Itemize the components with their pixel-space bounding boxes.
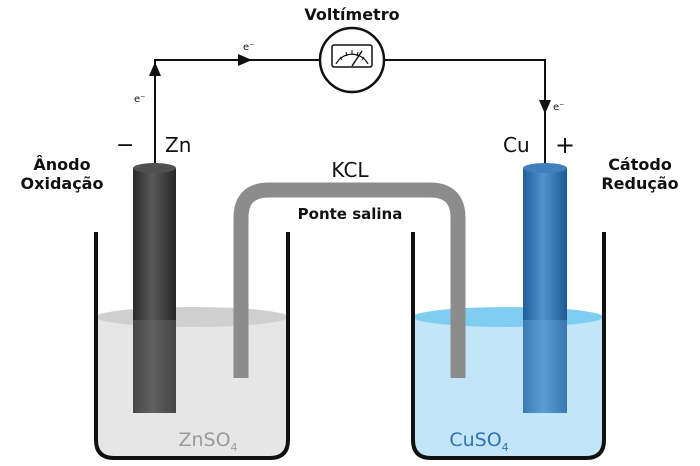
electron-label-right: e⁻ <box>553 102 564 113</box>
reduction-label: Redução <box>601 174 678 193</box>
kcl-label: KCL <box>331 158 369 182</box>
anode-label: Ânodo <box>33 155 90 174</box>
zn-label: Zn <box>165 133 191 157</box>
cuso4-subscript: 4 <box>502 441 509 454</box>
cuso4-label: CuSO4 <box>449 429 508 454</box>
arrow-right-top <box>238 54 252 66</box>
oxidation-label: Oxidação <box>21 174 104 193</box>
left-beaker <box>94 232 290 460</box>
cu-label: Cu <box>503 133 530 157</box>
salt-bridge-label: Ponte salina <box>298 205 403 223</box>
right-beaker <box>411 232 606 460</box>
znso4-main: ZnSO <box>178 429 230 451</box>
znso4-label: ZnSO4 <box>178 429 237 454</box>
electron-label-left: e⁻ <box>134 94 145 105</box>
arrow-down-right <box>539 100 551 114</box>
electron-label-top: e⁻ <box>243 42 254 53</box>
salt-bridge <box>233 182 466 378</box>
arrow-up-left <box>149 62 161 76</box>
electron-arrows <box>149 54 551 114</box>
zn-electrode <box>133 163 176 413</box>
cathode-label: Cátodo <box>608 155 672 174</box>
cu-electrode <box>523 163 567 413</box>
cu-solution <box>413 307 604 458</box>
minus-sign: − <box>116 133 134 158</box>
voltmeter-icon <box>318 26 386 94</box>
circuit-wire <box>154 59 546 168</box>
voltmeter-label: Voltímetro <box>304 5 399 24</box>
plus-sign: + <box>555 131 575 159</box>
cuso4-main: CuSO <box>449 429 501 451</box>
znso4-subscript: 4 <box>231 441 238 454</box>
